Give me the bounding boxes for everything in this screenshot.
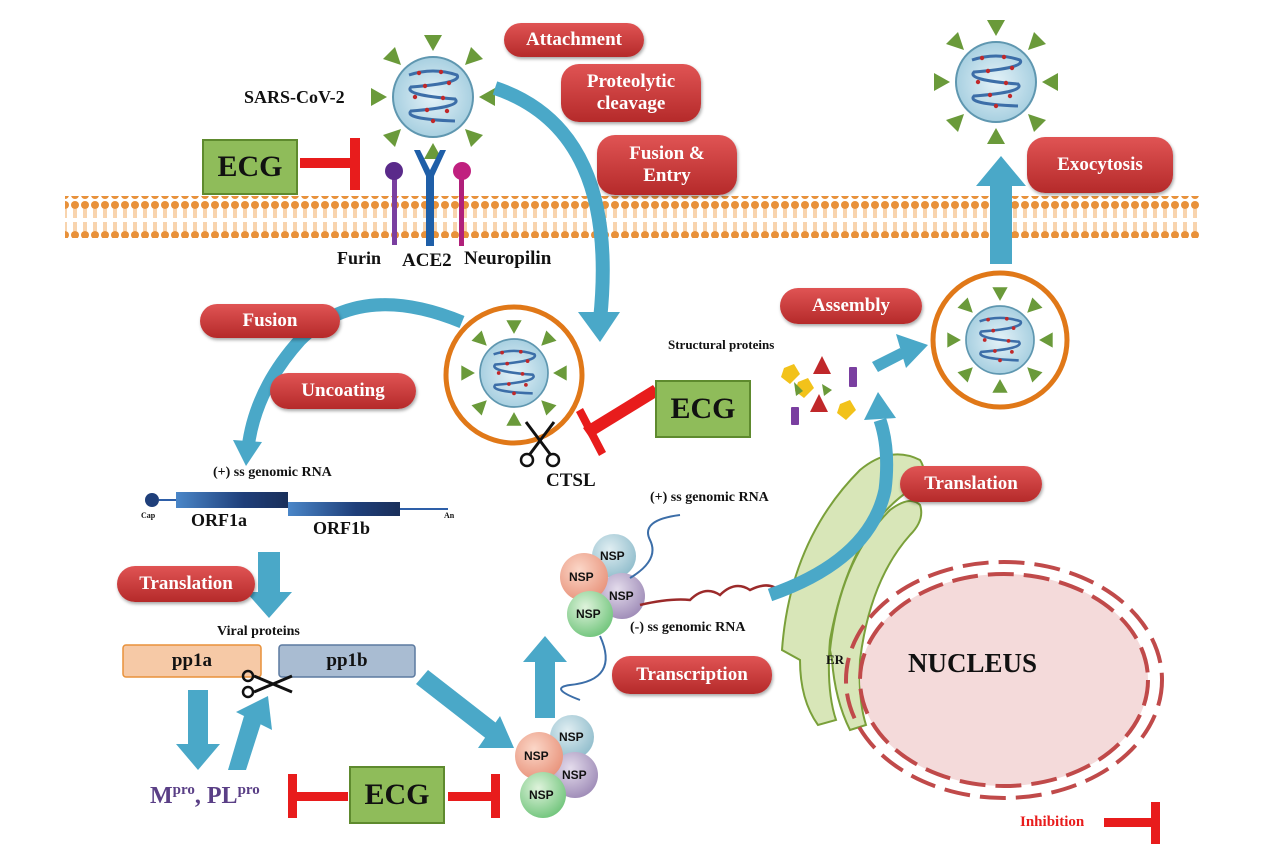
inhibition-legend-label: Inhibition — [1020, 814, 1085, 830]
scissors-pp-icon — [241, 669, 293, 699]
cap-label: Cap — [141, 511, 156, 520]
inhibition-symbol-receptor — [300, 138, 360, 190]
pos-rna-left-label: (+) ss genomic RNA — [213, 465, 332, 480]
orf1b-label: ORF1b — [313, 518, 371, 538]
step-uncoating-label: Uncoating — [301, 380, 385, 401]
step-transcription: Transcription — [612, 656, 772, 694]
ctsl-label: CTSL — [546, 470, 596, 491]
arrow-orf-translation — [246, 552, 292, 618]
step-exocytosis-label: Exocytosis — [1057, 154, 1143, 175]
nsp-label: NSP — [562, 768, 587, 782]
ecg-box-ctsl: ECG — [655, 380, 751, 438]
nsp-cluster-top — [560, 534, 645, 637]
arrow-nsp-up — [523, 636, 567, 718]
protease-label: Mpro, PLpro — [150, 782, 260, 810]
er-label: ER — [826, 652, 845, 667]
nsp-label: NSP — [559, 730, 584, 744]
receptors — [385, 150, 471, 246]
nsp-cluster-bottom — [515, 715, 598, 818]
ecg-label-receptor: ECG — [217, 150, 283, 183]
neuropilin-label: Neuropilin — [464, 248, 552, 269]
mpro-sup: pro — [172, 782, 195, 798]
assembly-vesicle — [930, 270, 1070, 410]
step-fusion: Fusion — [200, 304, 340, 338]
step-fusion-label: Fusion — [242, 310, 298, 331]
genomic-rna-left — [145, 492, 448, 516]
step-assembly: Assembly — [780, 288, 922, 324]
step-proteolytic-label-2: cleavage — [596, 93, 666, 114]
ecg-label-protease: ECG — [364, 778, 430, 811]
arrow-assembly — [872, 334, 928, 372]
step-translation-left: Translation — [117, 566, 255, 602]
nsp-label: NSP — [569, 570, 594, 584]
cell-membrane — [65, 196, 1200, 238]
step-exocytosis: Exocytosis — [1027, 137, 1173, 193]
pos-rna-right-label: (+) ss genomic RNA — [650, 490, 769, 505]
inhibition-symbols-bottom — [288, 774, 500, 818]
structural-proteins — [781, 356, 857, 425]
structural-proteins-label: Structural proteins — [668, 337, 775, 352]
ecg-box-receptor: ECG — [202, 139, 298, 195]
step-fusion-entry: Fusion & Entry — [597, 135, 737, 195]
step-proteolytic-label-1: Proteolytic — [586, 71, 676, 92]
endosome — [443, 304, 585, 446]
polyproteins — [122, 644, 416, 678]
step-translation-right-label: Translation — [924, 473, 1018, 494]
neg-rna-label: (-) ss genomic RNA — [630, 620, 746, 635]
nsp-label: NSP — [524, 749, 549, 763]
viral-proteins-label: Viral proteins — [217, 624, 300, 639]
rna-strands — [560, 514, 781, 701]
furin-label: Furin — [337, 248, 382, 268]
nsp-label: NSP — [529, 788, 554, 802]
step-fusion-entry-label-1: Fusion & — [629, 143, 705, 164]
step-assembly-label: Assembly — [811, 295, 891, 316]
ecg-label-ctsl: ECG — [670, 392, 736, 425]
nucleus-label: NUCLEUS — [908, 648, 1038, 678]
plpro-sup: pro — [237, 782, 260, 798]
step-attachment: Attachment — [504, 23, 644, 57]
step-transcription-label: Transcription — [636, 664, 748, 685]
pp1b-label: pp1b — [326, 650, 368, 671]
nsp-label: NSP — [600, 549, 625, 563]
pp1a-label: pp1a — [171, 650, 213, 671]
inhibition-symbol-ctsl — [576, 385, 660, 456]
ace2-label: ACE2 — [402, 250, 452, 271]
legend-inhibition-symbol — [1104, 802, 1160, 844]
nsp-label: NSP — [609, 589, 634, 603]
nsp-label: NSP — [576, 607, 601, 621]
virus-attachment — [369, 33, 497, 161]
plpro-main: , PL — [194, 783, 238, 809]
arrows-protease — [176, 690, 272, 770]
arrow-er-translation — [767, 392, 896, 602]
step-translation-left-label: Translation — [139, 573, 233, 594]
step-translation-right: Translation — [900, 466, 1042, 502]
orf1a-label: ORF1a — [191, 510, 247, 530]
step-fusion-entry-label-2: Entry — [643, 165, 691, 186]
step-uncoating: Uncoating — [270, 373, 416, 409]
scissors-ctsl-icon — [519, 421, 561, 468]
arrow-entry — [492, 81, 620, 342]
ecg-box-protease: ECG — [349, 766, 445, 824]
virus-label: SARS-CoV-2 — [244, 87, 345, 107]
arrow-exocytosis — [976, 156, 1026, 264]
step-proteolytic-cleavage: Proteolytic cleavage — [561, 64, 701, 122]
mpro-main: M — [150, 783, 173, 809]
step-attachment-label: Attachment — [525, 29, 623, 50]
nucleus — [844, 560, 1164, 800]
arrow-pp-nsp — [416, 670, 514, 748]
virus-released — [932, 18, 1060, 146]
an-label: An — [444, 511, 455, 520]
arrow-uncoating — [233, 298, 465, 466]
